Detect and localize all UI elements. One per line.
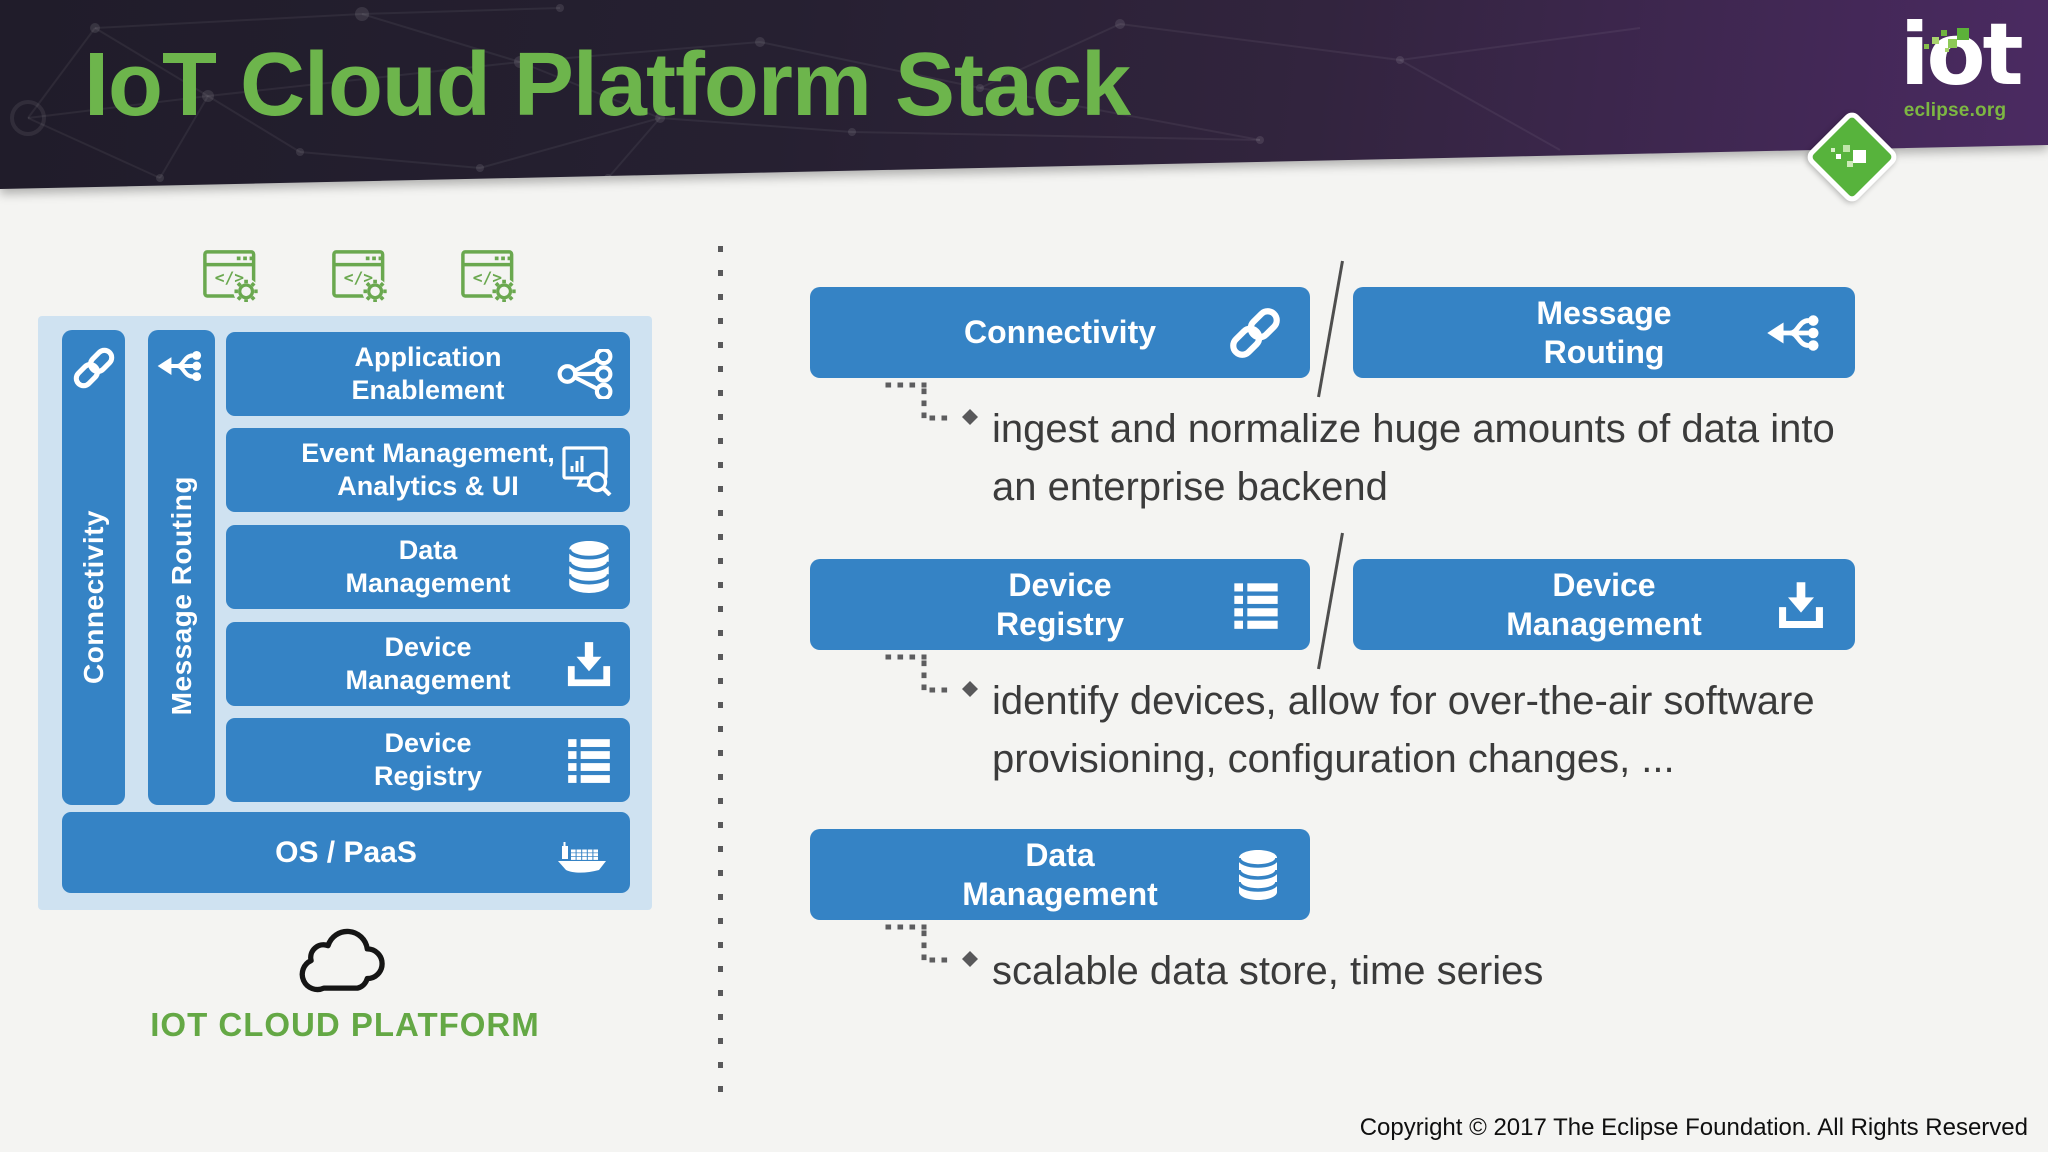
list-icon — [564, 735, 614, 785]
pillar-label: Message Routing — [165, 475, 197, 716]
slash-divider — [1317, 260, 1344, 398]
download-icon — [1775, 579, 1827, 631]
detail-description: identify devices, allow for over-the-air… — [992, 679, 1815, 781]
copyright-notice: Copyright © 2017 The Eclipse Foundation.… — [1359, 1114, 2028, 1141]
layer-device-management: Device Management — [226, 622, 630, 706]
iot-cloud-platform-caption: IOT CLOUD PLATFORM — [150, 1006, 540, 1043]
detail-description: scalable data store, time series — [992, 949, 1544, 993]
layer-data-management: Data Management — [226, 525, 630, 609]
button-label: Connectivity — [963, 314, 1157, 350]
chain-link-icon — [72, 346, 116, 390]
layer-label: Device Registry — [373, 728, 483, 791]
code-window-gear-icon — [202, 247, 260, 302]
code-window-gear-icon — [331, 247, 389, 302]
slash-divider — [1317, 532, 1344, 670]
page-title: IoT Cloud Platform Stack — [84, 35, 1131, 135]
eclipse-org-label: eclipse.org — [1903, 100, 2007, 121]
layer-label: Device Management — [345, 632, 511, 695]
layer-label: Event Management, Analytics & UI — [301, 438, 555, 501]
button-connectivity: Connectivity — [810, 287, 1310, 378]
button-message-routing: Message Routing — [1353, 287, 1855, 378]
detail-description: ingest and normalize huge amounts of dat… — [992, 407, 1835, 509]
layer-label: Data Management — [345, 535, 511, 598]
dotted-connector — [880, 378, 995, 432]
layer-os-paas: OS / PaaS — [62, 812, 630, 893]
cloud-outline-icon — [299, 928, 385, 993]
button-data-management: Data Management — [810, 829, 1310, 920]
database-icon — [564, 540, 614, 594]
pillar-connectivity: Connectivity — [62, 330, 125, 805]
network-pattern-decoration — [10, 4, 1641, 182]
layer-application-enablement: Application Enablement — [226, 332, 630, 416]
message-routing-icon — [1765, 310, 1827, 356]
code-window-gear-icon — [460, 247, 518, 302]
dotted-divider — [718, 246, 723, 1104]
platform-stack-panel: Connectivity Message Routing Application… — [38, 316, 652, 910]
ship-icon — [556, 832, 608, 874]
diamond-squares-decoration — [1823, 128, 1881, 186]
button-label: Device Registry — [995, 566, 1125, 642]
button-device-registry: Device Registry — [810, 559, 1310, 650]
monitor-analytics-icon — [558, 444, 614, 496]
download-icon — [564, 639, 614, 689]
share-network-icon — [556, 349, 614, 399]
layer-label: Application Enablement — [351, 342, 505, 405]
button-label: Message Routing — [1536, 294, 1672, 370]
pillar-label: Connectivity — [77, 510, 109, 685]
layer-label: OS / PaaS — [275, 836, 417, 869]
dotted-connector — [880, 650, 995, 704]
list-icon — [1230, 579, 1282, 631]
button-label: Device Management — [1506, 566, 1702, 642]
database-icon — [1234, 849, 1282, 901]
header-band: IoT Cloud Platform Stack — [0, 0, 2048, 190]
iot-logo-text: iot — [1900, 5, 2024, 105]
message-routing-icon — [156, 346, 208, 386]
dotted-connector — [880, 920, 995, 974]
button-device-management: Device Management — [1353, 559, 1855, 650]
pillar-message-routing: Message Routing — [148, 330, 215, 805]
button-label: Data Management — [962, 836, 1158, 912]
header-background: IoT Cloud Platform Stack — [0, 0, 2048, 190]
layer-event-management: Event Management, Analytics & UI — [226, 428, 630, 512]
layer-device-registry: Device Registry — [226, 718, 630, 802]
chain-link-icon — [1228, 306, 1282, 360]
